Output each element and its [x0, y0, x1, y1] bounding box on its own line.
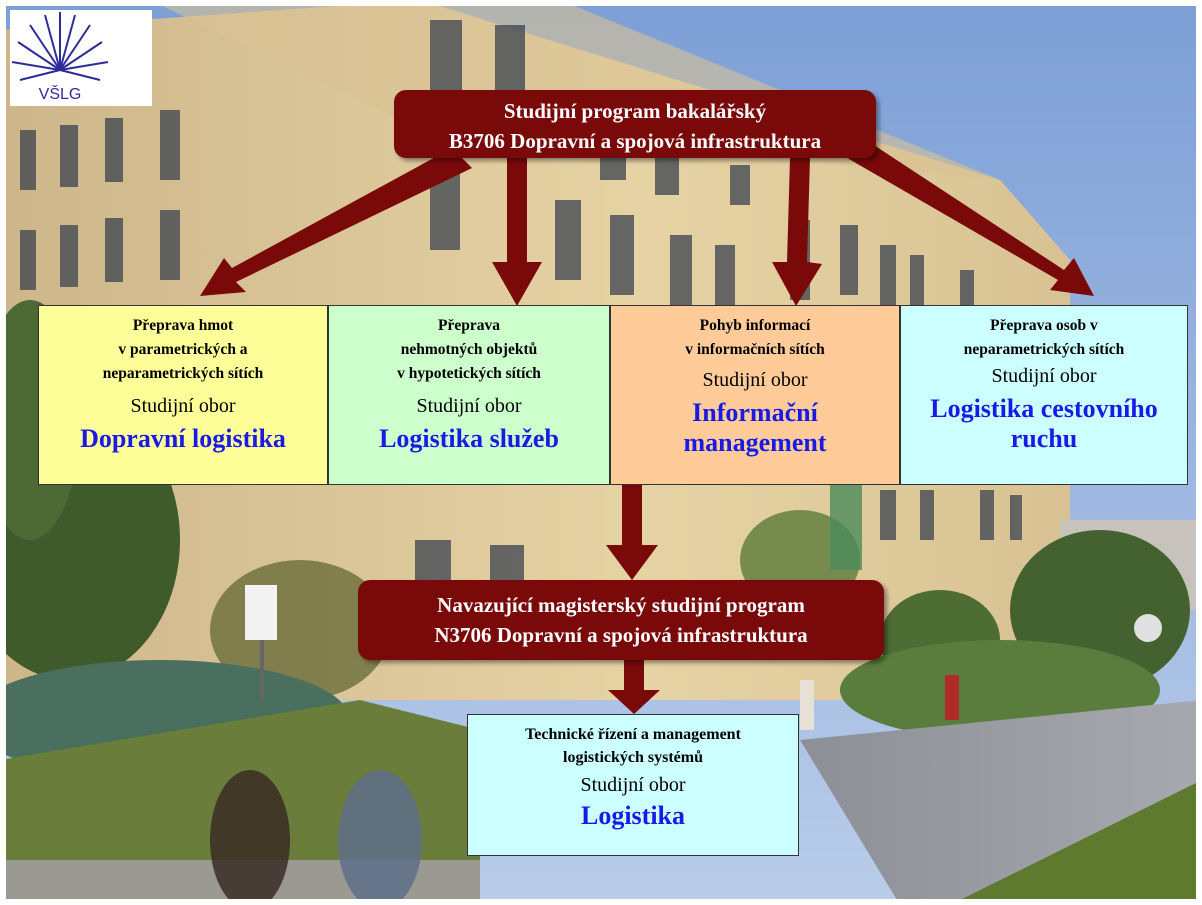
- field-heading-line: nehmotných objektů: [400, 341, 538, 358]
- field-heading-line: Přeprava hmot: [132, 317, 234, 334]
- field-kind-label: Studijní obor: [580, 774, 686, 796]
- field-name: management: [683, 428, 827, 457]
- arrow-to-master-field: [608, 660, 660, 714]
- field-heading-line: Technické řízení a management: [525, 726, 741, 743]
- arrow-to-field-1: [200, 148, 472, 296]
- field-name: Logistika cestovního: [930, 394, 1158, 423]
- field-name: ruchu: [1010, 424, 1078, 453]
- logo-star-icon: [11, 12, 109, 81]
- field-heading-line: Přeprava: [438, 317, 500, 334]
- bachelor-program-banner: Studijní program bakalářský B3706 Doprav…: [394, 90, 876, 158]
- field-name: Dopravní logistika: [80, 424, 286, 453]
- field-heading-line: logistických systémů: [563, 749, 703, 766]
- master-program-code: N3706 Dopravní a spojová infrastruktura: [434, 623, 808, 647]
- field-kind-label: Studijní obor: [991, 365, 1097, 387]
- field-box-logistics: Technické řízení a management logistický…: [467, 714, 799, 856]
- field-name: Logistika: [580, 801, 686, 830]
- arrow-to-field-2: [492, 158, 542, 306]
- vslg-logo: VŠLG: [10, 10, 152, 106]
- field-heading-line: Přeprava osob v: [990, 317, 1098, 334]
- field-heading-line: v hypotetických sítích: [397, 365, 541, 382]
- field-heading-line: v parametrických a: [118, 341, 248, 358]
- field-heading-line: v informačních sítích: [685, 341, 825, 358]
- field-kind-label: Studijní obor: [702, 369, 808, 391]
- arrow-to-field-3: [772, 158, 822, 306]
- field-box-tourism-logistics: Přeprava osob v neparametrických sítích …: [900, 305, 1188, 485]
- field-box-information-management: Pohyb informací v informačních sítích St…: [610, 305, 900, 485]
- arrow-to-field-4: [830, 128, 1094, 296]
- field-heading-line: Pohyb informací: [699, 317, 811, 334]
- field-heading-line: neparametrických sítích: [102, 365, 264, 382]
- arrow-to-master-program: [606, 485, 658, 580]
- field-heading-line: neparametrických sítích: [963, 341, 1125, 358]
- field-box-transport-logistics: Přeprava hmot v parametrických a neparam…: [38, 305, 328, 485]
- logo-text: VŠLG: [38, 86, 82, 103]
- field-kind-label: Studijní obor: [130, 395, 236, 417]
- field-name: Logistika služeb: [379, 424, 559, 453]
- bachelor-program-title: Studijní program bakalářský: [503, 99, 767, 123]
- master-program-banner: Navazující magisterský studijní program …: [358, 580, 884, 660]
- field-kind-label: Studijní obor: [416, 395, 522, 417]
- field-box-service-logistics: Přeprava nehmotných objektů v hypotetick…: [328, 305, 610, 485]
- master-program-title: Navazující magisterský studijní program: [437, 593, 805, 617]
- field-name: Informační: [692, 398, 818, 427]
- bachelor-program-code: B3706 Dopravní a spojová infrastruktura: [448, 129, 822, 153]
